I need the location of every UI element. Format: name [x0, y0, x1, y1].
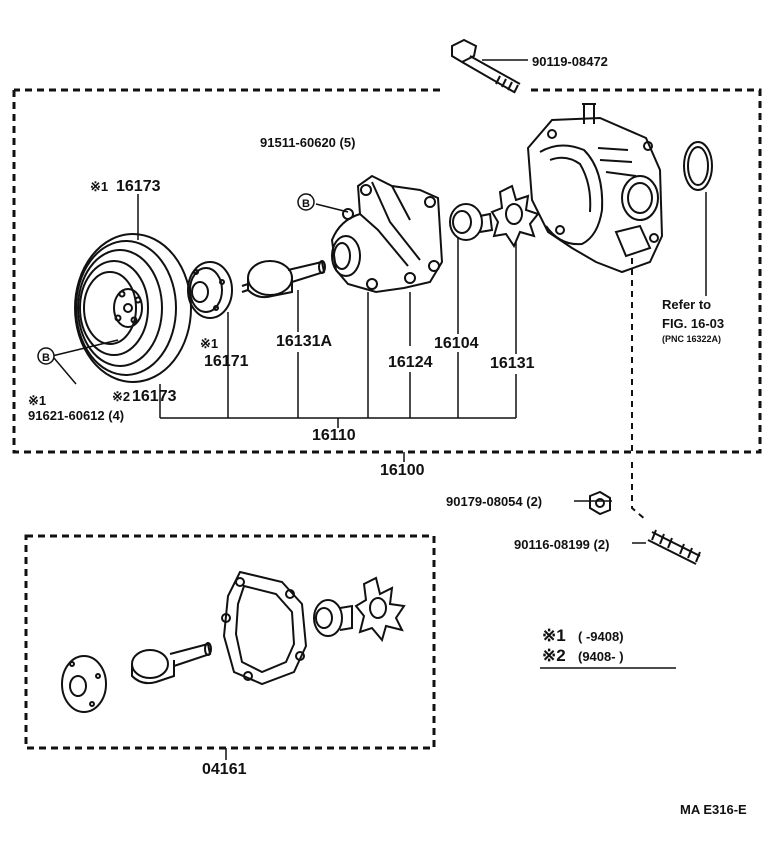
- legend-row2-mark: ※2: [542, 646, 566, 665]
- marker-b-group: [37, 193, 315, 365]
- label-bolt-b: 91511-60620 (5): [260, 135, 356, 150]
- label-seal: 16104: [434, 335, 479, 352]
- kit-seal-drawing: [313, 599, 353, 637]
- marker-b-label: B: [42, 352, 50, 364]
- label-pulley: 16173: [116, 178, 161, 195]
- leader-lines: [51, 192, 707, 760]
- bearing-shaft-drawing: [241, 260, 326, 299]
- label-nut: 90179-08054 (2): [446, 494, 543, 509]
- label-bearing-shaft: 16131A: [276, 333, 333, 350]
- pulley-drawing: [74, 233, 192, 383]
- refer-line2: FIG. 16-03: [662, 316, 725, 331]
- label-pulley2: 16173: [132, 388, 177, 405]
- label-pump-assy: 16100: [380, 462, 425, 479]
- seal-drawing: [449, 203, 494, 241]
- refer-line1: Refer to: [662, 297, 712, 312]
- label-stud: 90116-08199 (2): [514, 537, 610, 552]
- refer-line3: (PNC 16322A): [662, 334, 722, 344]
- flange-drawing: [187, 261, 233, 319]
- marker-b-label: B: [302, 198, 310, 210]
- assembly-boundary: [12, 88, 762, 454]
- legend-row1-text: ( -9408): [578, 629, 624, 644]
- label-pulley2-mark: ※2: [112, 389, 131, 404]
- label-impeller: 16131: [490, 355, 535, 372]
- kit-flange-drawing: [61, 655, 107, 713]
- nut-drawing: [589, 490, 611, 516]
- label-pump-sub: 16110: [312, 427, 356, 444]
- kit-shaft-drawing: [131, 642, 212, 685]
- label-bolt-top: 90119-08472: [532, 54, 608, 69]
- label-flange: 16171: [204, 353, 249, 370]
- label-bolt-pulley: 91621-60612 (4): [28, 408, 125, 423]
- cover-drawing: [526, 103, 664, 274]
- label-pulley-mark: ※1: [90, 179, 109, 194]
- kit-boundary: [24, 534, 436, 750]
- impeller-drawing: [490, 184, 540, 249]
- figure-code: MA E316-E: [680, 802, 747, 817]
- label-bolt-pulley-mark: ※1: [28, 393, 47, 408]
- bolt-top-drawing: [451, 38, 528, 94]
- kit-impeller-drawing: [354, 576, 406, 643]
- label-housing: 16124: [388, 354, 433, 371]
- legend-row2-text: (9408- ): [578, 649, 624, 664]
- label-kit: 04161: [202, 761, 247, 778]
- legend-row1-mark: ※1: [542, 626, 566, 645]
- kit-gasket-drawing: [221, 570, 308, 686]
- label-flange-mark: ※1: [200, 336, 219, 351]
- o-ring-drawing: [683, 141, 713, 191]
- pump-housing-drawing: [330, 174, 444, 294]
- stud-drawing: [647, 529, 701, 565]
